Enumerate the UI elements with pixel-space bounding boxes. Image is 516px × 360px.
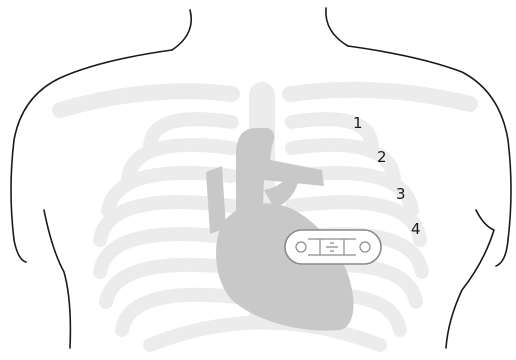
label-1: 1	[353, 114, 363, 132]
label-3: 3	[396, 185, 406, 203]
neck-left	[172, 10, 191, 50]
clavicle-right	[290, 90, 470, 104]
implant-device	[285, 230, 381, 264]
clavicle-left	[60, 91, 232, 110]
device-left-electrode	[296, 242, 306, 252]
side-right	[496, 240, 508, 266]
device-right-electrode	[360, 242, 370, 252]
armpit-right	[446, 210, 494, 348]
label-2: 2	[377, 148, 387, 166]
armpit-left	[44, 210, 70, 348]
heart-body	[216, 203, 353, 330]
label-4: 4	[411, 220, 421, 238]
side-left	[14, 240, 26, 262]
neck-right	[326, 8, 348, 46]
